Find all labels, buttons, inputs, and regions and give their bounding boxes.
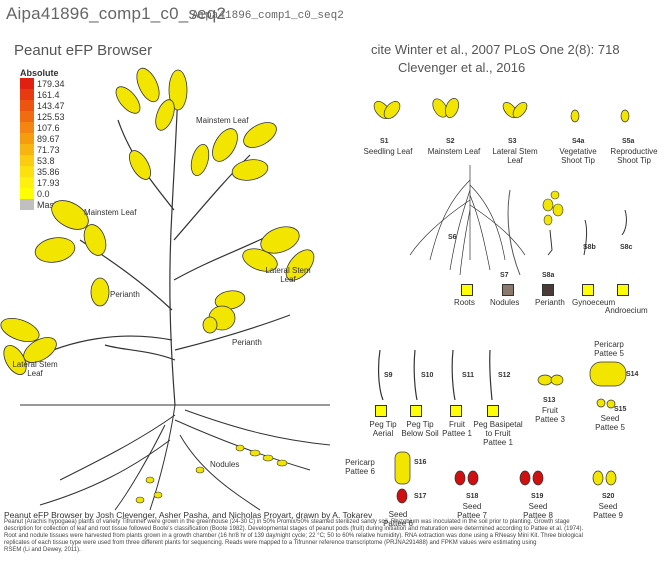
label-lateral-stem-leaf-right: Lateral Stem Leaf <box>258 266 318 284</box>
swatch-nodules[interactable] <box>502 284 514 296</box>
plant-diagram <box>0 60 360 515</box>
label-line: Lateral Stem <box>258 266 318 275</box>
label-line: Lateral Stem <box>8 360 62 369</box>
sample-code: S6 <box>448 234 457 241</box>
seed-s20[interactable] <box>593 471 603 485</box>
label-line: Reproductive <box>604 147 664 156</box>
pericarp-s16[interactable] <box>395 452 410 484</box>
label-line: Seed <box>590 414 630 423</box>
sample-code: S2 <box>446 138 455 145</box>
label-line: Pericarp <box>340 458 380 467</box>
roots <box>40 405 330 510</box>
label-lateral-stem-leaf-left: Lateral Stem Leaf <box>8 360 62 378</box>
seed-s18[interactable] <box>468 471 478 485</box>
label-perianth: Perianth <box>535 298 565 307</box>
fruit-s13[interactable] <box>538 375 552 385</box>
sample-code: S17 <box>414 493 426 500</box>
leaves[interactable] <box>0 65 319 378</box>
label-line: Leaf <box>8 369 62 378</box>
label-pericarp-pattee-5: Pericarp Pattee 5 <box>588 340 630 358</box>
footer-description: Peanut (Arachis hypogaea) plants of vari… <box>4 519 660 554</box>
label-mainstem-leaf-left: Mainstem Leaf <box>84 208 136 217</box>
sample-s5a-shape[interactable] <box>621 110 629 122</box>
label-perianth-left: Perianth <box>110 290 140 299</box>
label-roots: Roots <box>454 298 475 307</box>
seed-s19[interactable] <box>520 471 530 485</box>
label-seed-pattee-7: Seed Pattee 7 <box>450 502 494 520</box>
sample-code: S20 <box>602 493 614 500</box>
sample-code: S5a <box>622 138 634 145</box>
sample-code: S4a <box>572 138 584 145</box>
footer-line: description for collection of leaf and r… <box>4 526 660 533</box>
sample-code: S13 <box>543 397 555 404</box>
label-seed-pattee-8: Seed Pattee 8 <box>516 502 560 520</box>
swatch-gynoeceum[interactable] <box>582 284 594 296</box>
fruit-s13[interactable] <box>551 375 563 385</box>
sample-label: Mainstem Leaf <box>424 147 484 156</box>
label-line: Seed <box>516 502 560 511</box>
label-line: Seed <box>378 510 418 519</box>
swatch-roots[interactable] <box>461 284 473 296</box>
label-line: Seed <box>450 502 494 511</box>
footer-line: RSEM (Li and Dewey, 2011). <box>4 547 660 554</box>
seed-s19[interactable] <box>533 471 543 485</box>
sample-code: S8c <box>620 244 632 251</box>
seed-s18[interactable] <box>455 471 465 485</box>
label-pericarp-pattee-6: Pericarp Pattee 6 <box>340 458 380 476</box>
seed-s20[interactable] <box>606 471 616 485</box>
label-line: Pattee 3 <box>530 415 570 424</box>
sample-label: Seedling Leaf <box>358 147 418 156</box>
label-seed-pattee-9: Seed Pattee 9 <box>586 502 630 520</box>
label-perianth-right: Perianth <box>232 338 262 347</box>
gene-id-small: Aipa41896_comp1_c0_seq2 <box>192 10 344 22</box>
sample-code: S8b <box>583 244 596 251</box>
seed-s17[interactable] <box>397 489 407 503</box>
flowers[interactable] <box>91 278 235 333</box>
label-line: Lateral Stem <box>490 147 540 156</box>
citation-text-1: cite Winter et al., 2007 PLoS One 2(8): … <box>371 42 620 57</box>
sample-code: S7 <box>500 272 509 279</box>
footer-line: replicates of each tissue type were used… <box>4 540 660 547</box>
perianth-s8a[interactable] <box>543 191 563 225</box>
label-mainstem-leaf-top: Mainstem Leaf <box>196 116 248 125</box>
label-line: Fruit <box>530 406 570 415</box>
label-line: Seed <box>586 502 630 511</box>
label-line: Vegetative <box>548 147 608 156</box>
sample-code: S3 <box>508 138 517 145</box>
footer-line: Root and nodule tissues were harvested f… <box>4 533 660 540</box>
roots-floral-art <box>400 160 660 280</box>
label-androecium: Androecium <box>605 306 648 315</box>
swatch-androecium[interactable] <box>617 284 629 296</box>
sample-code: S1 <box>380 138 389 145</box>
footer-line: Peanut (Arachis hypogaea) plants of vari… <box>4 519 660 526</box>
label-nodules: Nodules <box>210 460 239 469</box>
citation-line-2[interactable]: Clevenger et al., 2016 <box>398 60 525 75</box>
swatch-perianth[interactable] <box>542 284 554 296</box>
nodule-root-s7[interactable] <box>508 190 520 275</box>
label-nodules: Nodules <box>490 298 519 307</box>
label-line: Pattee 5 <box>588 349 630 358</box>
pericarp-s14[interactable] <box>590 362 626 386</box>
sample-code: S18 <box>466 493 478 500</box>
sample-code: S16 <box>414 459 426 466</box>
sample-code: S8a <box>542 272 554 279</box>
sample-s4a-shape[interactable] <box>571 110 579 122</box>
label-seed-pattee-5: Seed Pattee 5 <box>590 414 630 432</box>
label-line: Leaf <box>258 275 318 284</box>
sample-code: S14 <box>626 371 638 378</box>
citation-line-1[interactable]: cite Winter et al., 2007 PLoS One 2(8): … <box>371 42 620 57</box>
top-samples-art <box>360 96 660 136</box>
sample-code: S19 <box>531 493 543 500</box>
gynoeceum-s8b[interactable] <box>548 230 552 255</box>
seed-s15[interactable] <box>597 399 605 407</box>
sample-code: S15 <box>614 406 626 413</box>
label-fruit-pattee-3: Fruit Pattee 3 <box>530 406 570 424</box>
citation-text-2: Clevenger et al., 2016 <box>398 60 525 75</box>
label-line: Pattee 6 <box>340 467 380 476</box>
page-title: Peanut eFP Browser <box>14 42 152 59</box>
androecium-s8c[interactable] <box>622 210 626 235</box>
label-line: Pattee 5 <box>590 423 630 432</box>
label-line: Pericarp <box>588 340 630 349</box>
